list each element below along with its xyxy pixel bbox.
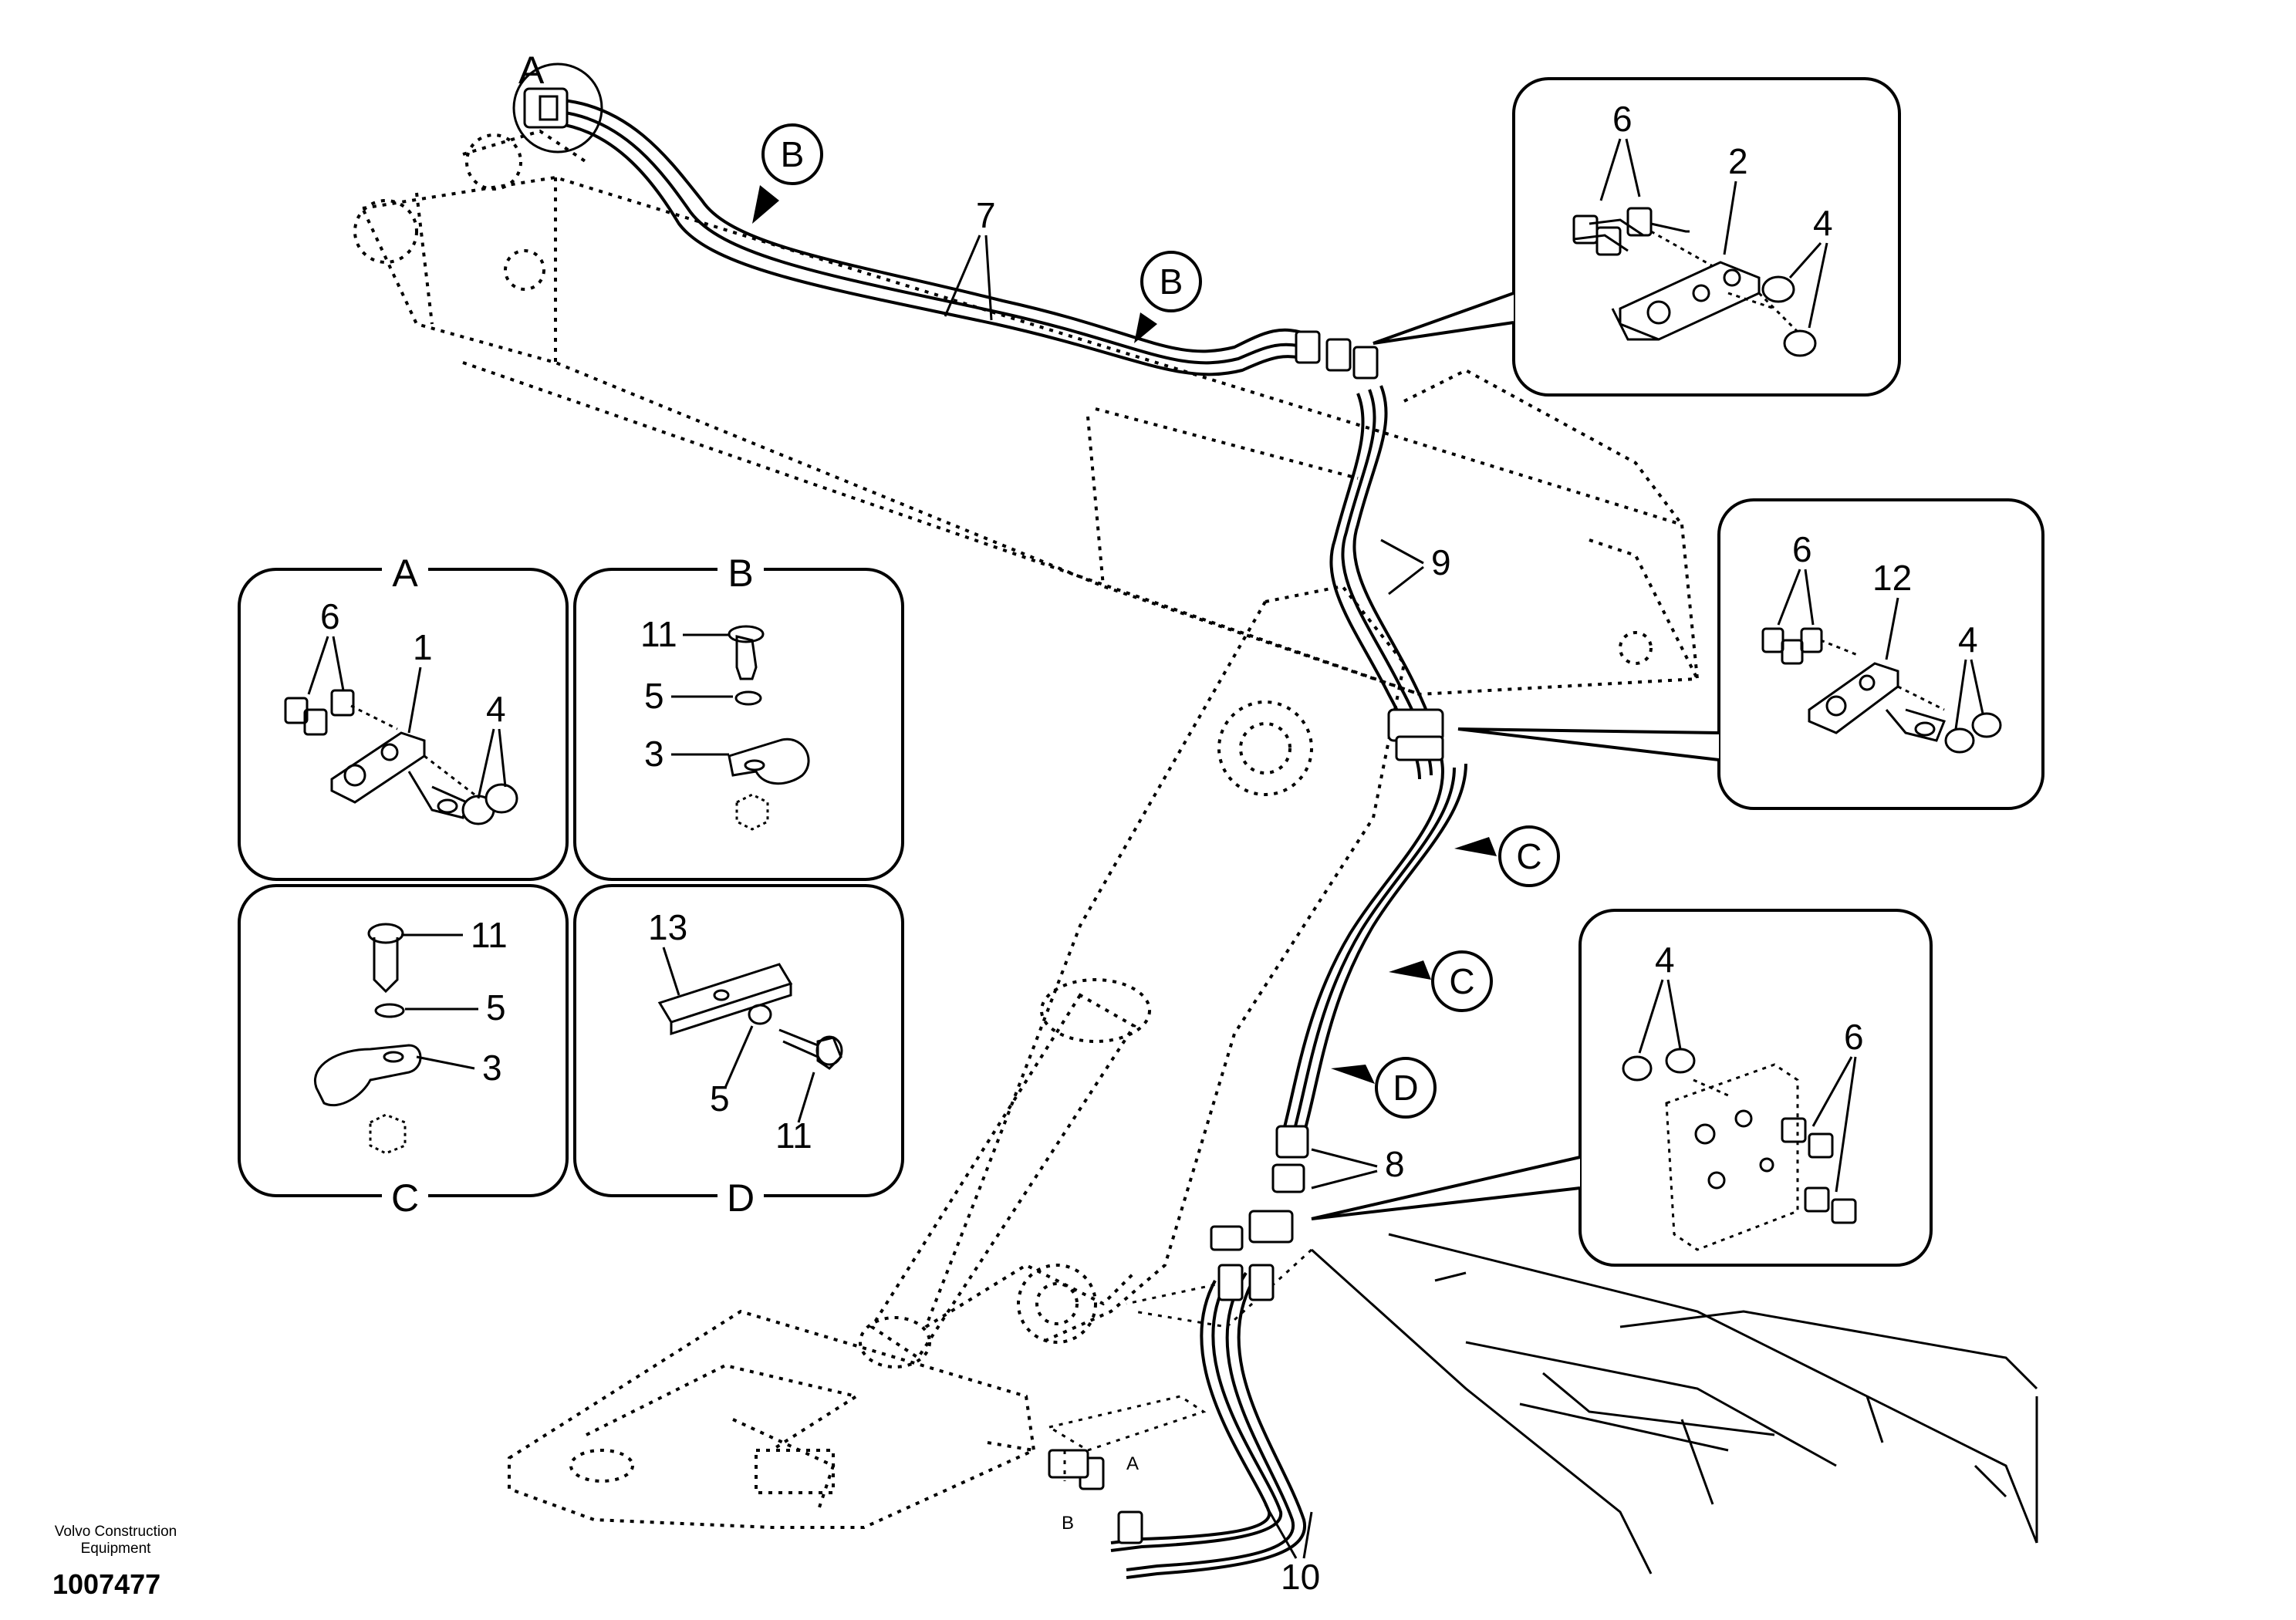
svg-text:9: 9 — [1431, 542, 1451, 582]
svg-text:2: 2 — [1728, 141, 1748, 181]
svg-text:4: 4 — [1958, 619, 1978, 660]
svg-text:12: 12 — [1872, 558, 1912, 598]
svg-text:3: 3 — [644, 734, 664, 774]
hose-bundle-c — [1279, 763, 1467, 1142]
callout-b-2: B — [1134, 251, 1202, 343]
callout-c-2: C — [1389, 950, 1493, 1012]
svg-text:6: 6 — [1844, 1017, 1864, 1057]
callout-b-1: B — [752, 123, 823, 224]
svg-text:4: 4 — [1813, 203, 1833, 243]
section-d: D 13 5 11 — [573, 884, 904, 1220]
detail-bracket-2: 6 2 4 — [1373, 77, 1901, 397]
svg-text:C: C — [1449, 961, 1474, 1001]
svg-text:6: 6 — [1792, 529, 1812, 569]
upper-structure-outline — [508, 1309, 1036, 1529]
svg-text:3: 3 — [482, 1048, 502, 1088]
footer: Volvo Construction Equipment 1007477 — [15, 1524, 216, 1601]
view-a-marker: A — [512, 49, 603, 154]
fitting-group — [523, 87, 1444, 1544]
svg-text:11: 11 — [775, 1115, 812, 1156]
part-10-label: 10 — [1264, 1504, 1320, 1597]
svg-text:A: A — [518, 49, 545, 92]
svg-text:4: 4 — [1655, 940, 1675, 980]
section-a: A 6 1 4 — [238, 552, 569, 881]
svg-text:A: A — [1126, 1453, 1139, 1474]
part-7-label: 7 — [944, 195, 996, 321]
arm-outline — [859, 584, 1406, 1369]
detail-bracket-lower: 4 6 — [1311, 909, 1933, 1267]
carbody-hidden-lines — [1126, 1248, 1313, 1328]
svg-text:5: 5 — [486, 987, 506, 1028]
svg-text:B: B — [1062, 1513, 1074, 1534]
svg-text:11: 11 — [640, 614, 677, 654]
section-b: B 11 5 3 — [573, 552, 904, 881]
callout-c-1: C — [1454, 825, 1560, 887]
company-line-1: Volvo Construction — [54, 1524, 177, 1540]
hose-bundle-10 — [1110, 1271, 1307, 1579]
callout-d: D — [1331, 1057, 1437, 1119]
drawing-number: 1007477 — [52, 1568, 161, 1600]
svg-text:B: B — [728, 552, 753, 595]
svg-text:D: D — [1393, 1068, 1418, 1108]
hose-bundle-7 — [555, 99, 1312, 376]
svg-text:6: 6 — [1612, 99, 1633, 139]
valve-block — [1046, 1395, 1207, 1481]
svg-text:A: A — [392, 552, 418, 595]
svg-text:8: 8 — [1385, 1144, 1405, 1184]
detail-bracket-12: 6 12 4 — [1457, 498, 2044, 810]
svg-text:C: C — [1516, 836, 1541, 876]
svg-text:13: 13 — [648, 907, 687, 947]
svg-text:10: 10 — [1281, 1557, 1320, 1597]
svg-text:7: 7 — [976, 195, 996, 235]
svg-text:5: 5 — [644, 676, 664, 716]
svg-text:6: 6 — [320, 596, 340, 636]
section-c: C 11 5 3 — [238, 884, 569, 1220]
svg-text:11: 11 — [471, 915, 508, 955]
svg-text:1: 1 — [413, 627, 433, 667]
carbody-outline — [1310, 1233, 2038, 1574]
svg-text:C: C — [391, 1176, 419, 1220]
port-labels: A B — [1062, 1453, 1139, 1534]
part-9-label: 9 — [1380, 538, 1451, 596]
part-8-label: 8 — [1311, 1144, 1405, 1190]
svg-text:4: 4 — [486, 689, 506, 729]
svg-text:B: B — [1160, 262, 1183, 302]
company-line-2: Equipment — [80, 1541, 151, 1557]
svg-text:B: B — [781, 134, 805, 174]
svg-text:D: D — [727, 1176, 755, 1220]
